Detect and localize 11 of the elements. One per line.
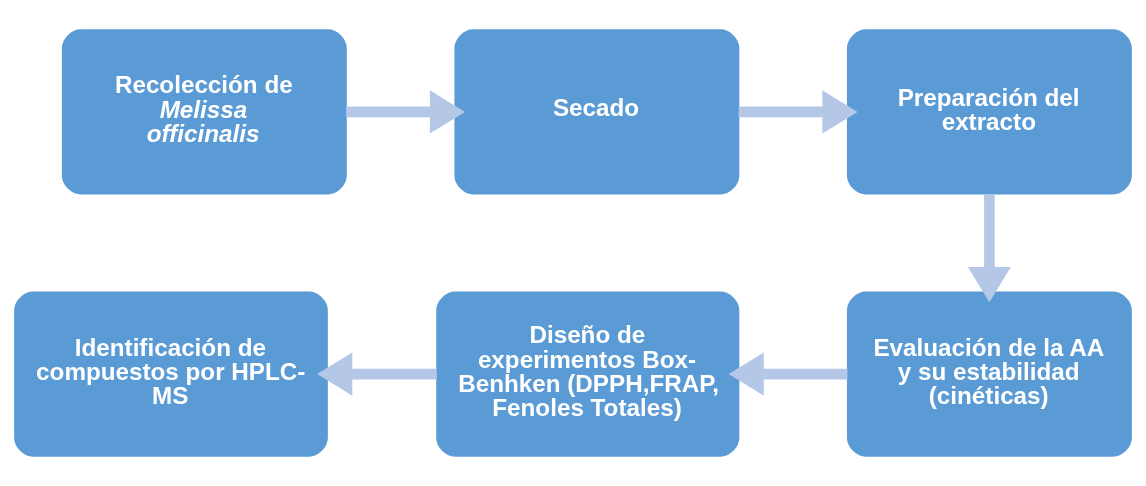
arrow [967, 194, 1011, 303]
arrow [346, 90, 466, 134]
arrow [728, 352, 848, 396]
arrow [317, 352, 437, 396]
node-box: Recolección de Melissa officinalis [61, 29, 347, 195]
node-box: Evaluación de la AA y su estabilidad (cinéticas) [846, 291, 1132, 457]
arrow [738, 90, 858, 134]
node-box: Secado [454, 29, 740, 195]
node-box: Identificación de compuestos por HPLC-MS [14, 291, 328, 457]
node-box: Preparación del extracto [846, 29, 1132, 195]
node-box: Diseño de experimentos Box-Benhken (DPPH,FRAP, Fenoles Totales) [436, 291, 740, 457]
